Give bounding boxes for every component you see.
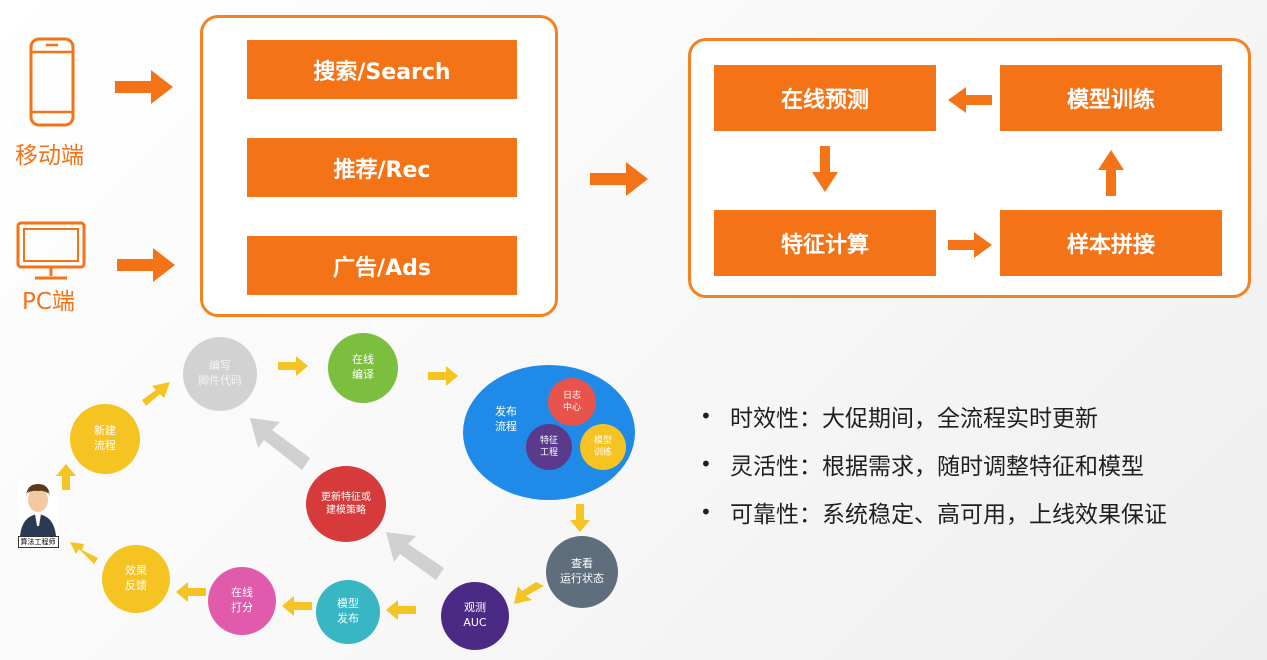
loop-sample-join: 样本拼接 [1000,210,1222,276]
loop-online-predict: 在线预测 [714,65,936,131]
cycle-arrow-icon [428,366,458,390]
step-update-strategy: 更新特征或 建模策略 [306,466,386,542]
cycle-arrow-icon [176,582,206,606]
step-new-flow: 新建 流程 [70,404,140,474]
arrow-right-icon [590,162,648,200]
cycle-arrow-icon [282,596,312,620]
bullet-text: 可靠性：系统稳定、高可用，上线效果保证 [730,502,1167,528]
step-effect-feedback: 效果 反馈 [102,545,170,613]
bullet-text: 时效性：大促期间，全流程实时更新 [730,406,1098,432]
cycle-arrow-icon [56,464,78,494]
cycle-arrow-icon [514,582,544,608]
engineer-label: 算法工程师 [17,536,59,548]
service-search: 搜索/Search [247,40,517,99]
arrow-left-icon [948,87,992,117]
bullet-item: • 时效性：大促期间，全流程实时更新 [700,392,1167,440]
step-model-train-small: 模型 训练 [580,424,626,470]
arrow-down-icon [812,146,838,196]
mobile-phone-icon [28,36,76,128]
service-ads: 广告/Ads [247,236,517,295]
feature-bullets: • 时效性：大促期间，全流程实时更新 • 灵活性：根据需求，随时调整特征和模型 … [700,392,1167,536]
step-write-code: 编写 脚件代码 [183,337,257,411]
mobile-client-label: 移动端 [15,143,84,169]
arrow-right-icon [115,70,173,108]
loop-model-train: 模型训练 [1000,65,1222,131]
cycle-arrow-icon [570,504,590,536]
cycle-arrow-icon [386,600,416,624]
bullet-item: • 可靠性：系统稳定、高可用，上线效果保证 [700,488,1167,536]
step-check-status: 查看 运行状态 [546,536,618,608]
step-publish-flow: 发布 流程 [495,405,517,433]
bullet-dot-icon: • [700,452,712,476]
cycle-arrow-icon [70,540,98,568]
cycle-arrow-icon [142,382,170,410]
step-log-center: 日志 中心 [548,378,596,426]
step-feature-eng: 特征 工程 [526,424,572,470]
step-online-score: 在线 打分 [208,567,276,635]
engineer-avatar: 算法工程师 [16,480,60,548]
engineer-avatar-icon [18,480,58,536]
arrow-right-icon [948,232,992,262]
loop-feature-compute: 特征计算 [714,210,936,276]
arrow-up-icon [1098,150,1124,200]
step-model-publish: 模型 发布 [316,580,380,644]
bullet-text: 灵活性：根据需求，随时调整特征和模型 [730,454,1144,480]
step-observe-auc: 观测 AUC [441,582,509,650]
bullet-dot-icon: • [700,500,712,524]
pc-monitor-icon [15,220,87,282]
pc-client-label: PC端 [22,289,75,315]
cycle-arrow-icon [278,356,308,380]
bullet-item: • 灵活性：根据需求，随时调整特征和模型 [700,440,1167,488]
feedback-arrow-icon [386,532,444,584]
step-online-edit: 在线 编译 [328,333,398,403]
bullet-dot-icon: • [700,404,712,428]
feedback-arrow-icon [250,418,310,474]
service-rec: 推荐/Rec [247,138,517,197]
arrow-right-icon [117,248,175,286]
